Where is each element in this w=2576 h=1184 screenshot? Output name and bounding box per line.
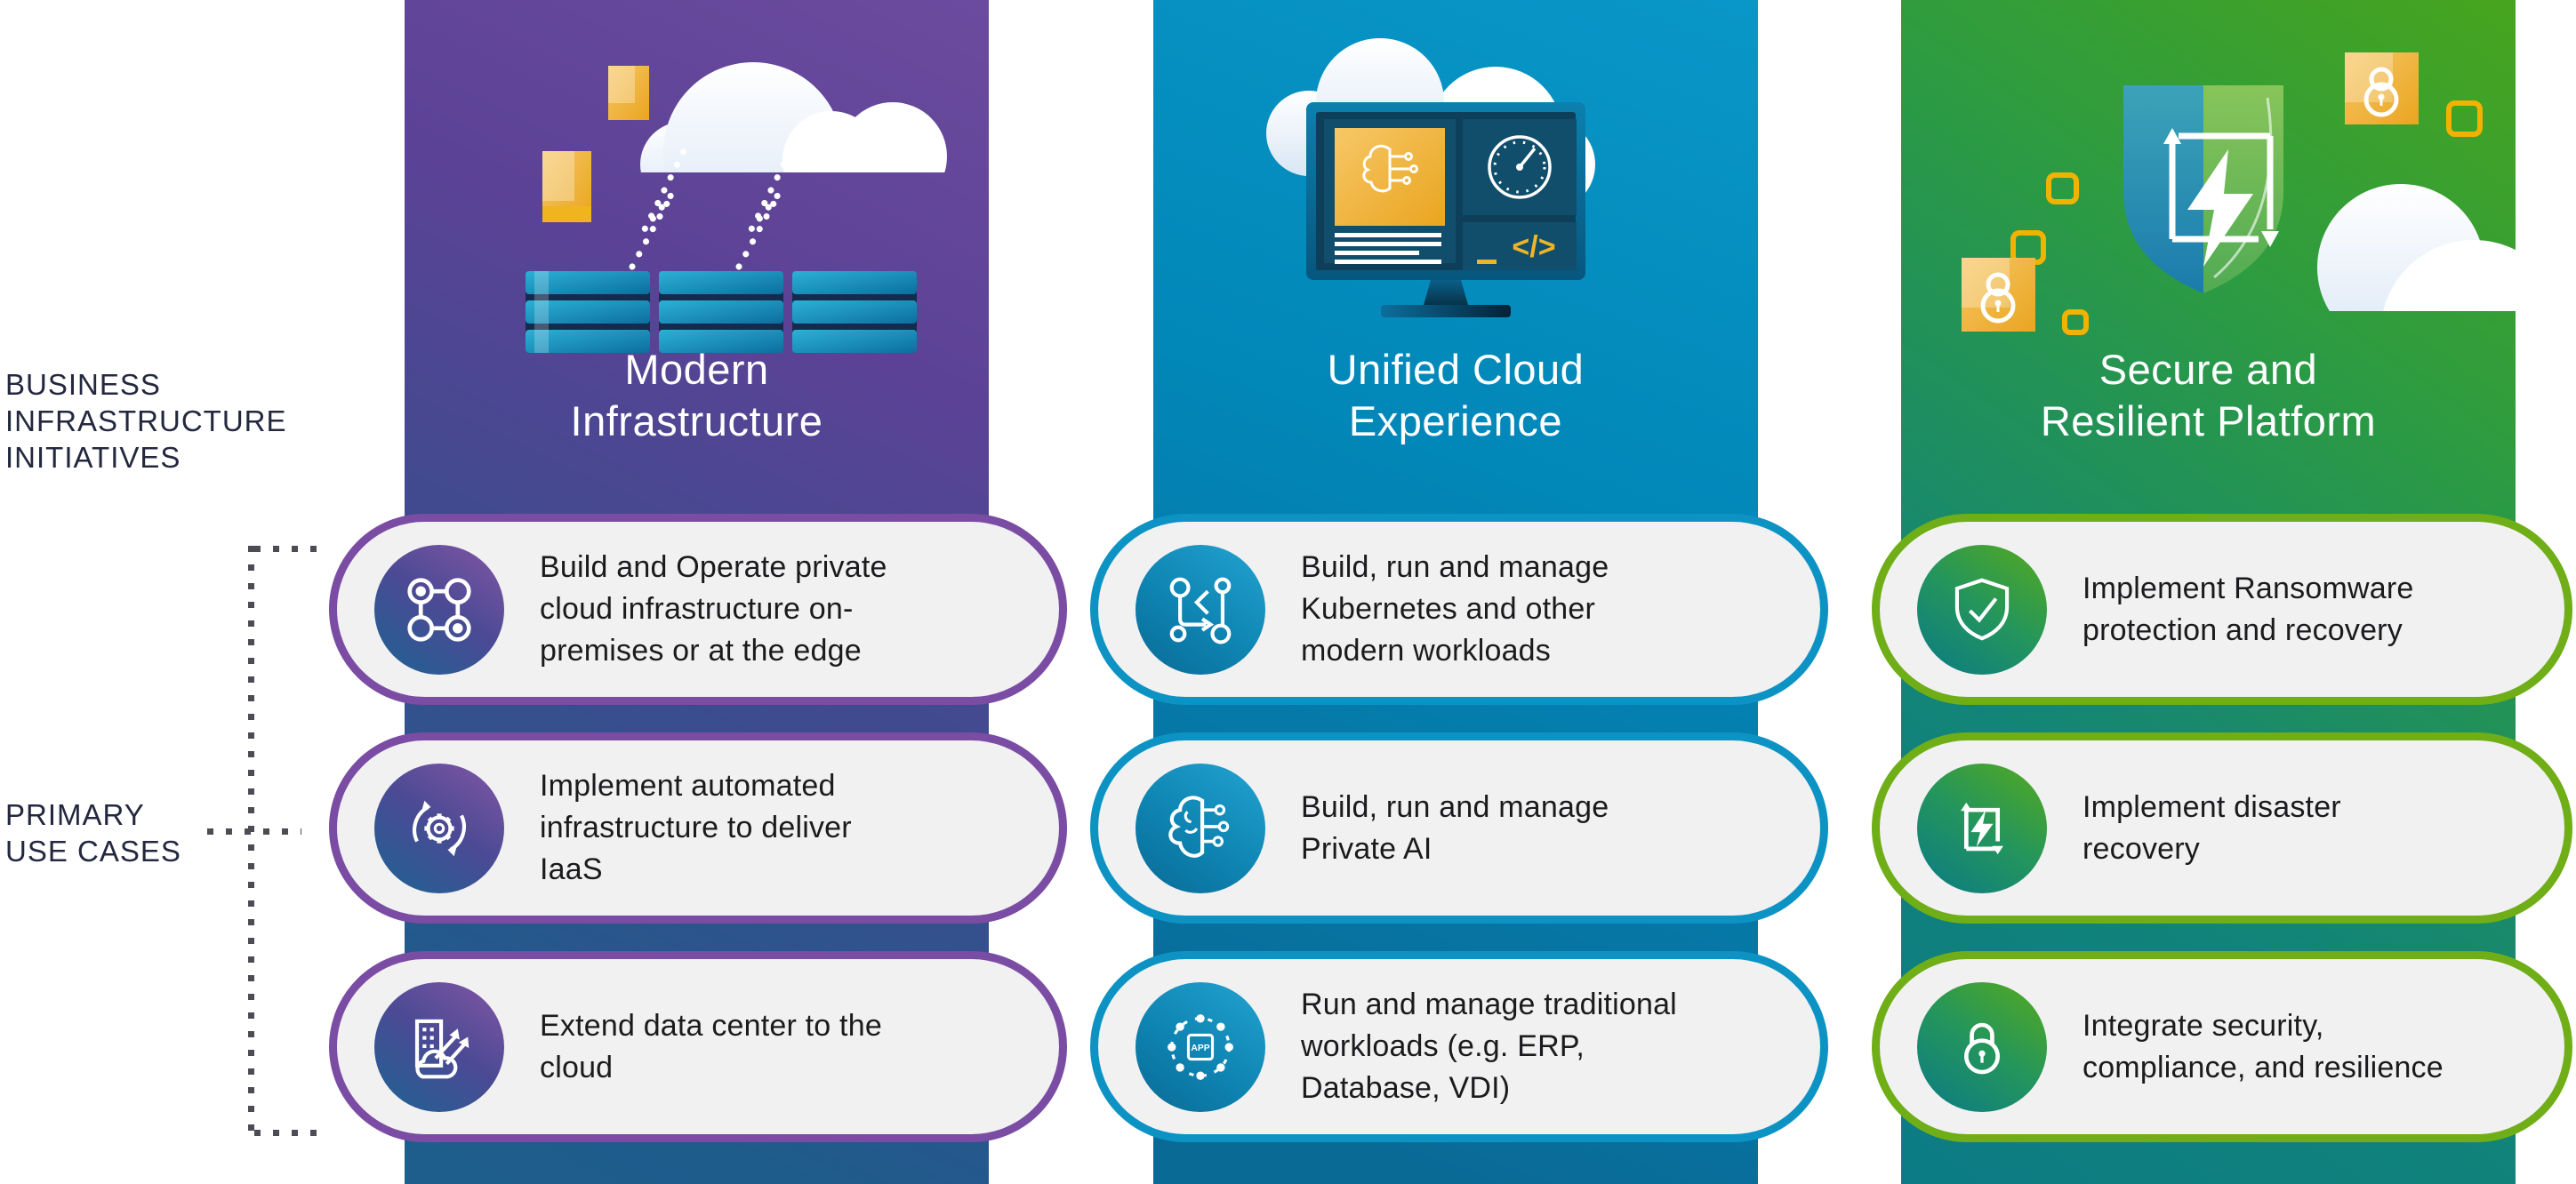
use-case-pill: Extend data center to the cloud: [329, 951, 1067, 1142]
server-racks-icon: [526, 271, 917, 353]
yellow-square-icon: [2010, 100, 2483, 335]
use-case-text: Run and manage traditional workloads (e.…: [1301, 988, 1677, 1105]
use-case-text: Extend data center to the cloud: [540, 1008, 882, 1084]
use-case-text: Build, run and manage Kubernetes and oth…: [1301, 550, 1609, 668]
use-case-pill: Build and Operate private cloud infrastr…: [329, 514, 1067, 705]
use-case-text: Implement automated infrastructure to de…: [540, 769, 852, 886]
svg-text:APP: APP: [1191, 1044, 1209, 1053]
text-lines-icon: [1335, 233, 1441, 264]
use-case-pill: Build, run and manage Private AI: [1090, 732, 1828, 924]
use-case-pill: Implement disaster recovery: [1872, 732, 2572, 924]
network-nodes-icon: [374, 544, 504, 675]
dotted-bracket-top-arm: [254, 546, 320, 552]
use-case-pill: Implement automated infrastructure to de…: [329, 732, 1067, 924]
ai-brain-icon: [1362, 144, 1418, 193]
use-case-text: Build, run and manage Private AI: [1301, 789, 1609, 866]
dotted-bracket-bottom-arm: [254, 1130, 327, 1136]
column-title-unified-cloud-experience: Unified Cloud Experience: [1327, 346, 1585, 444]
use-case-pill: APP Run and manage traditional workloads…: [1090, 951, 1828, 1142]
business-infrastructure-initiatives-label: BUSINESS INFRASTRUCTURE INITIATIVES: [5, 368, 287, 474]
branch-arrows-icon: [1136, 544, 1265, 675]
upload-dots-icon: [629, 140, 798, 270]
gauge-icon: [1488, 135, 1552, 199]
use-case-pill: Implement Ransomware protection and reco…: [1872, 514, 2572, 705]
dotted-bracket-stem: [248, 546, 254, 1136]
cloud-icon: [640, 62, 947, 172]
datacenter-to-cloud-icon: [374, 981, 504, 1112]
lock-square-icon: [1962, 258, 2035, 332]
column-title-modern-infrastructure: Modern Infrastructure: [570, 346, 823, 444]
primary-use-cases-label: PRIMARY USE CASES: [5, 798, 181, 868]
shield-icon: [2123, 85, 2283, 293]
bolt-cycle-icon: [1917, 763, 2047, 893]
column-title-secure-resilient-platform: Secure and Resilient Platform: [2040, 346, 2377, 444]
automation-gear-cycle-icon: [374, 763, 504, 893]
shield-check-icon: [1917, 544, 2047, 675]
svg-text:</>: </>: [1512, 230, 1555, 264]
code-icon: </>: [1477, 230, 1556, 264]
use-case-text: Integrate security, compliance, and resi…: [2082, 1008, 2444, 1084]
workload-box-icon: [542, 66, 649, 222]
monitor-icon: </>: [1306, 102, 1585, 317]
padlock-icon: [1917, 981, 2047, 1112]
lock-square-icon: [2345, 52, 2419, 124]
use-case-text: Implement disaster recovery: [2082, 789, 2341, 866]
cloud-icon: [1266, 38, 1595, 211]
use-case-text: Implement Ransomware protection and reco…: [2082, 571, 2414, 647]
use-case-pill: Build, run and manage Kubernetes and oth…: [1090, 514, 1828, 705]
use-case-pill: Integrate security, compliance, and resi…: [1872, 951, 2572, 1142]
bolt-cycle-icon: [2163, 128, 2279, 267]
use-case-text: Build and Operate private cloud infrastr…: [540, 550, 887, 668]
app-ring-icon: APP: [1136, 981, 1265, 1112]
dotted-bracket-middle-arm: [207, 828, 301, 835]
ai-brain-icon: [1136, 763, 1265, 893]
